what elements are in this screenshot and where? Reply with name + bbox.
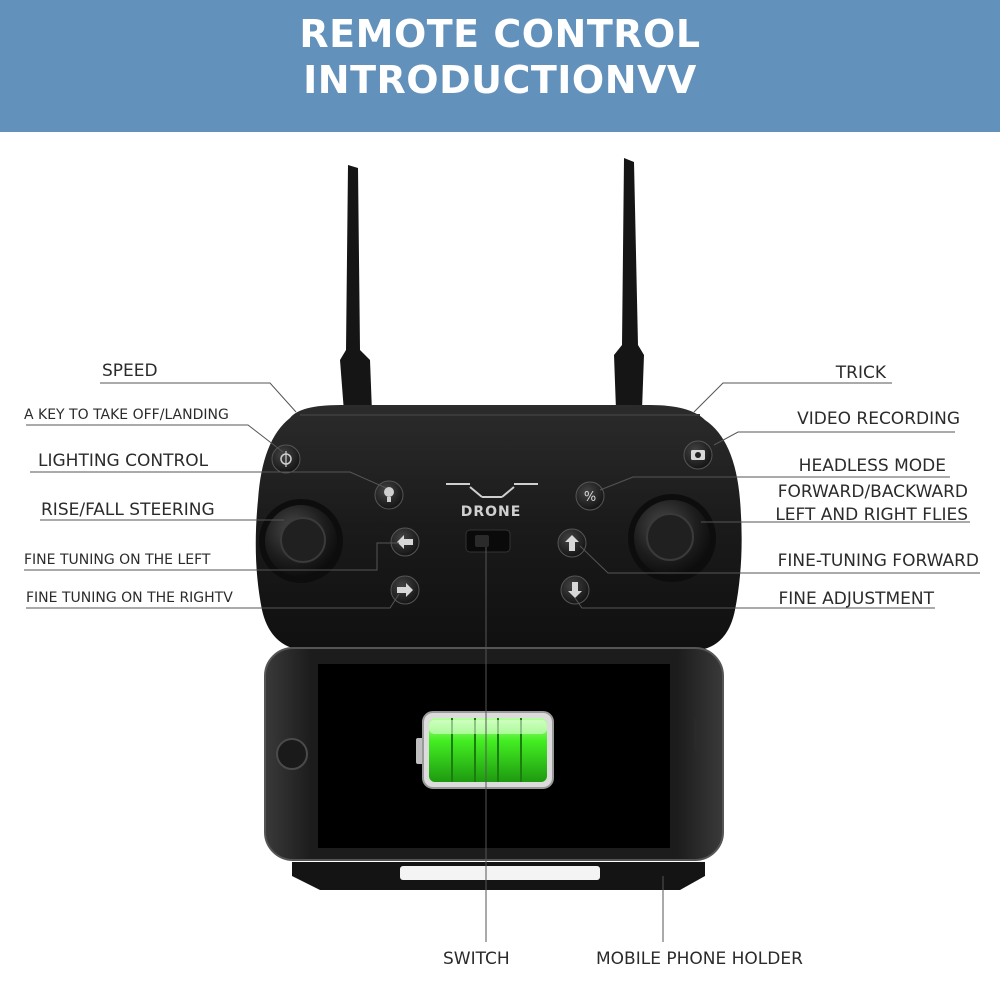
left-joystick[interactable] — [259, 499, 343, 583]
headless-icon: % — [584, 490, 596, 505]
lighting-button[interactable] — [374, 480, 404, 510]
label-speed: SPEED — [102, 361, 158, 381]
fine-tune-forward-button[interactable] — [557, 528, 587, 558]
right-arrow-icon — [397, 583, 413, 597]
camera-icon — [691, 450, 705, 460]
fine-tune-right-button[interactable] — [390, 575, 420, 605]
header-banner: REMOTE CONTROL INTRODUCTIONVV — [0, 0, 1000, 132]
fine-adjustment-button[interactable] — [560, 575, 590, 605]
logo-text: DRONE — [461, 504, 522, 520]
label-takeoff-landing: A KEY TO TAKE OFF/LANDING — [24, 407, 229, 423]
headless-button[interactable]: % — [575, 481, 605, 511]
home-button — [276, 738, 308, 770]
lighting-icon — [384, 487, 394, 502]
battery-icon — [416, 711, 554, 789]
fine-tune-left-button[interactable] — [390, 527, 420, 557]
leader-lines — [24, 382, 980, 942]
label-phone-holder: MOBILE PHONE HOLDER — [596, 949, 803, 969]
remote-body — [255, 405, 742, 650]
label-rise-fall-steering: RISE/FALL STEERING — [41, 500, 215, 520]
speed-button[interactable] — [271, 444, 301, 474]
title-line-2: INTRODUCTIONVV — [303, 58, 697, 102]
label-video-recording: VIDEO RECORDING — [797, 409, 960, 429]
right-antenna — [614, 158, 644, 410]
label-forward-backward: FORWARD/BACKWARD — [777, 482, 968, 502]
drone-logo: DRONE — [446, 483, 538, 520]
title-line-1: REMOTE CONTROL — [299, 12, 701, 56]
label-fine-tuning-right: FINE TUNING ON THE RIGHTV — [26, 590, 233, 606]
speed-icon — [280, 451, 292, 467]
label-fine-tuning-forward: FINE-TUNING FORWARD — [777, 551, 979, 571]
camera-button[interactable] — [683, 440, 713, 470]
right-joystick[interactable] — [628, 494, 716, 582]
label-lighting-control: LIGHTING CONTROL — [38, 451, 209, 471]
left-arrow-icon — [397, 535, 413, 549]
up-arrow-icon — [565, 535, 579, 551]
down-arrow-icon — [568, 582, 582, 598]
label-trick: TRICK — [835, 363, 886, 383]
label-fine-adjustment: FINE ADJUSTMENT — [778, 589, 934, 609]
power-switch[interactable] — [465, 529, 511, 553]
left-antenna — [340, 165, 372, 412]
label-left-right-flies: LEFT AND RIGHT FLIES — [775, 505, 968, 525]
label-switch: SWITCH — [443, 949, 510, 969]
label-fine-tuning-left: FINE TUNING ON THE LEFT — [24, 552, 211, 568]
label-headless-mode: HEADLESS MODE — [798, 456, 946, 476]
